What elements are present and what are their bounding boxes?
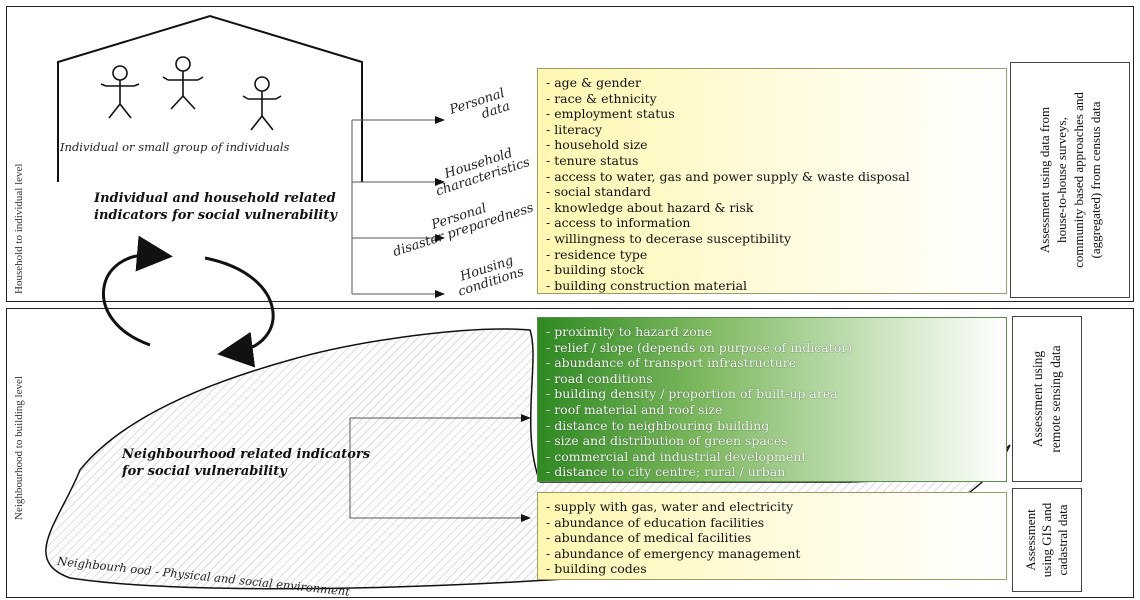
indicator-item: - social standard (546, 184, 651, 200)
remote-sensing-indicator-list: - proximity to hazard zone - relief / sl… (537, 317, 1007, 482)
indicator-item: - employment status (546, 106, 675, 122)
household-level-label: Household to individual level (13, 163, 25, 294)
indicator-item: - proximity to hazard zone (546, 324, 713, 339)
indicator-item: - residence type (546, 246, 648, 262)
heading-line: indicators for social vulnerability (94, 208, 337, 223)
indicator-item: - distance to neighbouring building (546, 417, 770, 433)
household-heading: Individual and household related indicat… (94, 190, 337, 224)
indicator-item: - knowledge about hazard & risk (546, 199, 754, 215)
indicator-item: - supply with gas, water and electricity (546, 499, 794, 514)
indicator-item: - tenure status (546, 152, 639, 168)
indicator-item: - abundance of transport infrastructure (546, 355, 797, 371)
indicator-item: - household size (546, 137, 648, 153)
neighbourhood-level-label: Neighbourhood to building level (13, 376, 25, 520)
indicator-item: - access to information (546, 215, 691, 231)
indicator-item: - abundance of medical facilities (546, 530, 752, 546)
assessment-line: Assessment (1023, 509, 1038, 571)
indicator-item: - building stock (546, 262, 644, 278)
neighbourhood-heading: Neighbourhood related indicators for soc… (122, 446, 370, 480)
household-assessment-box: Assessment using data from house-to-hous… (1010, 62, 1130, 298)
remote-sensing-assessment-box: Assessment using remote sensing data (1012, 316, 1082, 482)
heading-line: for social vulnerability (122, 464, 287, 479)
indicator-item: - race & ethnicity (546, 90, 657, 106)
indicator-item: - abundance of emergency management (546, 545, 801, 561)
house-outline (57, 14, 363, 182)
assessment-line: Assessment using data from (1037, 106, 1052, 254)
indicator-item: - abundance of education facilities (546, 514, 765, 530)
assessment-line: Assessment using (1030, 350, 1045, 448)
gis-indicator-list: - supply with gas, water and electricity… (537, 492, 1007, 580)
indicator-item: - distance to city centre; rural / urban (546, 464, 786, 480)
household-indicator-list: - age & gender - race & ethnicity - empl… (537, 68, 1007, 294)
cycle-arrow-up (101, 235, 173, 347)
person-figure (100, 65, 140, 119)
indicator-item: - willingness to decerase susceptibility (546, 230, 792, 246)
indicator-item: - age & gender (546, 75, 641, 90)
indicator-item: - building construction material (546, 277, 748, 293)
heading-line: Neighbourhood related indicators (122, 447, 371, 462)
assessment-line: using GIS and (1039, 502, 1054, 578)
indicator-item: - size and distribution of green spaces (546, 433, 788, 449)
assessment-line: remote sensing data (1048, 345, 1063, 453)
assessment-line: house-to-house surveys, (1054, 117, 1069, 243)
indicator-item: - commercial and industrial development (546, 448, 807, 464)
assessment-line: community based approaches and (1071, 92, 1086, 268)
neighbourhood-bracket (349, 414, 531, 522)
indicator-item: - building codes (546, 561, 647, 577)
assessment-line: cadastral data (1055, 504, 1070, 576)
heading-line: Individual and household related (94, 191, 336, 206)
category-bracket (351, 116, 445, 298)
indicator-item: - relief / slope (depends on purpose of … (546, 339, 853, 355)
gis-assessment-box: Assessment using GIS and cadastral data (1012, 488, 1082, 592)
house-caption: Individual or small group of individuals (60, 140, 290, 154)
cycle-arrow-down (204, 256, 275, 368)
assessment-line: (aggregated) from census data (1088, 101, 1103, 259)
person-figure (162, 56, 204, 110)
indicator-item: - literacy (546, 121, 603, 137)
indicator-item: - building density / proportion of built… (546, 386, 838, 402)
person-figure (242, 76, 282, 131)
indicator-item: - roof material and roof size (546, 401, 723, 417)
indicator-item: - access to water, gas and power supply … (546, 168, 910, 184)
indicator-item: - road conditions (546, 370, 653, 386)
